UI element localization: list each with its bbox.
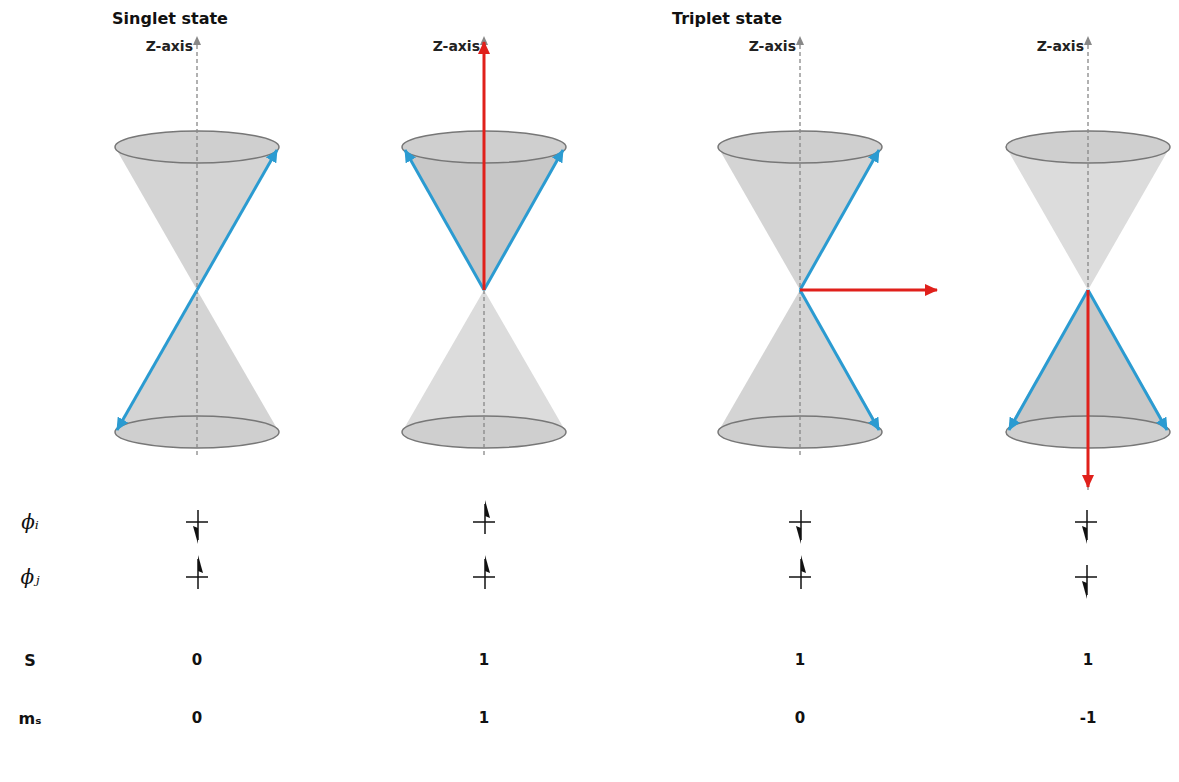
spin-value: 1 <box>479 651 489 669</box>
cone-triplet-zero <box>718 36 937 455</box>
axis-label: Z-axis <box>749 38 796 54</box>
row-label: S <box>24 651 36 670</box>
spin-value: 1 <box>795 651 805 669</box>
spin-value: 1 <box>1083 651 1093 669</box>
orbital-label: ϕᵢ <box>21 510 39 534</box>
row-label: mₛ <box>19 709 42 728</box>
section-title: Singlet state <box>112 9 228 28</box>
cone-triplet-plus <box>402 36 566 455</box>
ms-value: 1 <box>479 709 489 727</box>
section-title: Triplet state <box>672 9 782 28</box>
ms-value: 0 <box>192 709 202 727</box>
axis-label: Z-axis <box>146 38 193 54</box>
spin-value: 0 <box>192 651 202 669</box>
ms-value: -1 <box>1080 709 1097 727</box>
axis-label: Z-axis <box>1037 38 1084 54</box>
axis-label: Z-axis <box>433 38 480 54</box>
spin-symbols <box>186 500 1097 599</box>
cone-singlet <box>115 36 279 455</box>
ms-value: 0 <box>795 709 805 727</box>
cone-triplet-minus <box>1006 36 1170 490</box>
orbital-label: ϕⱼ <box>21 565 40 589</box>
